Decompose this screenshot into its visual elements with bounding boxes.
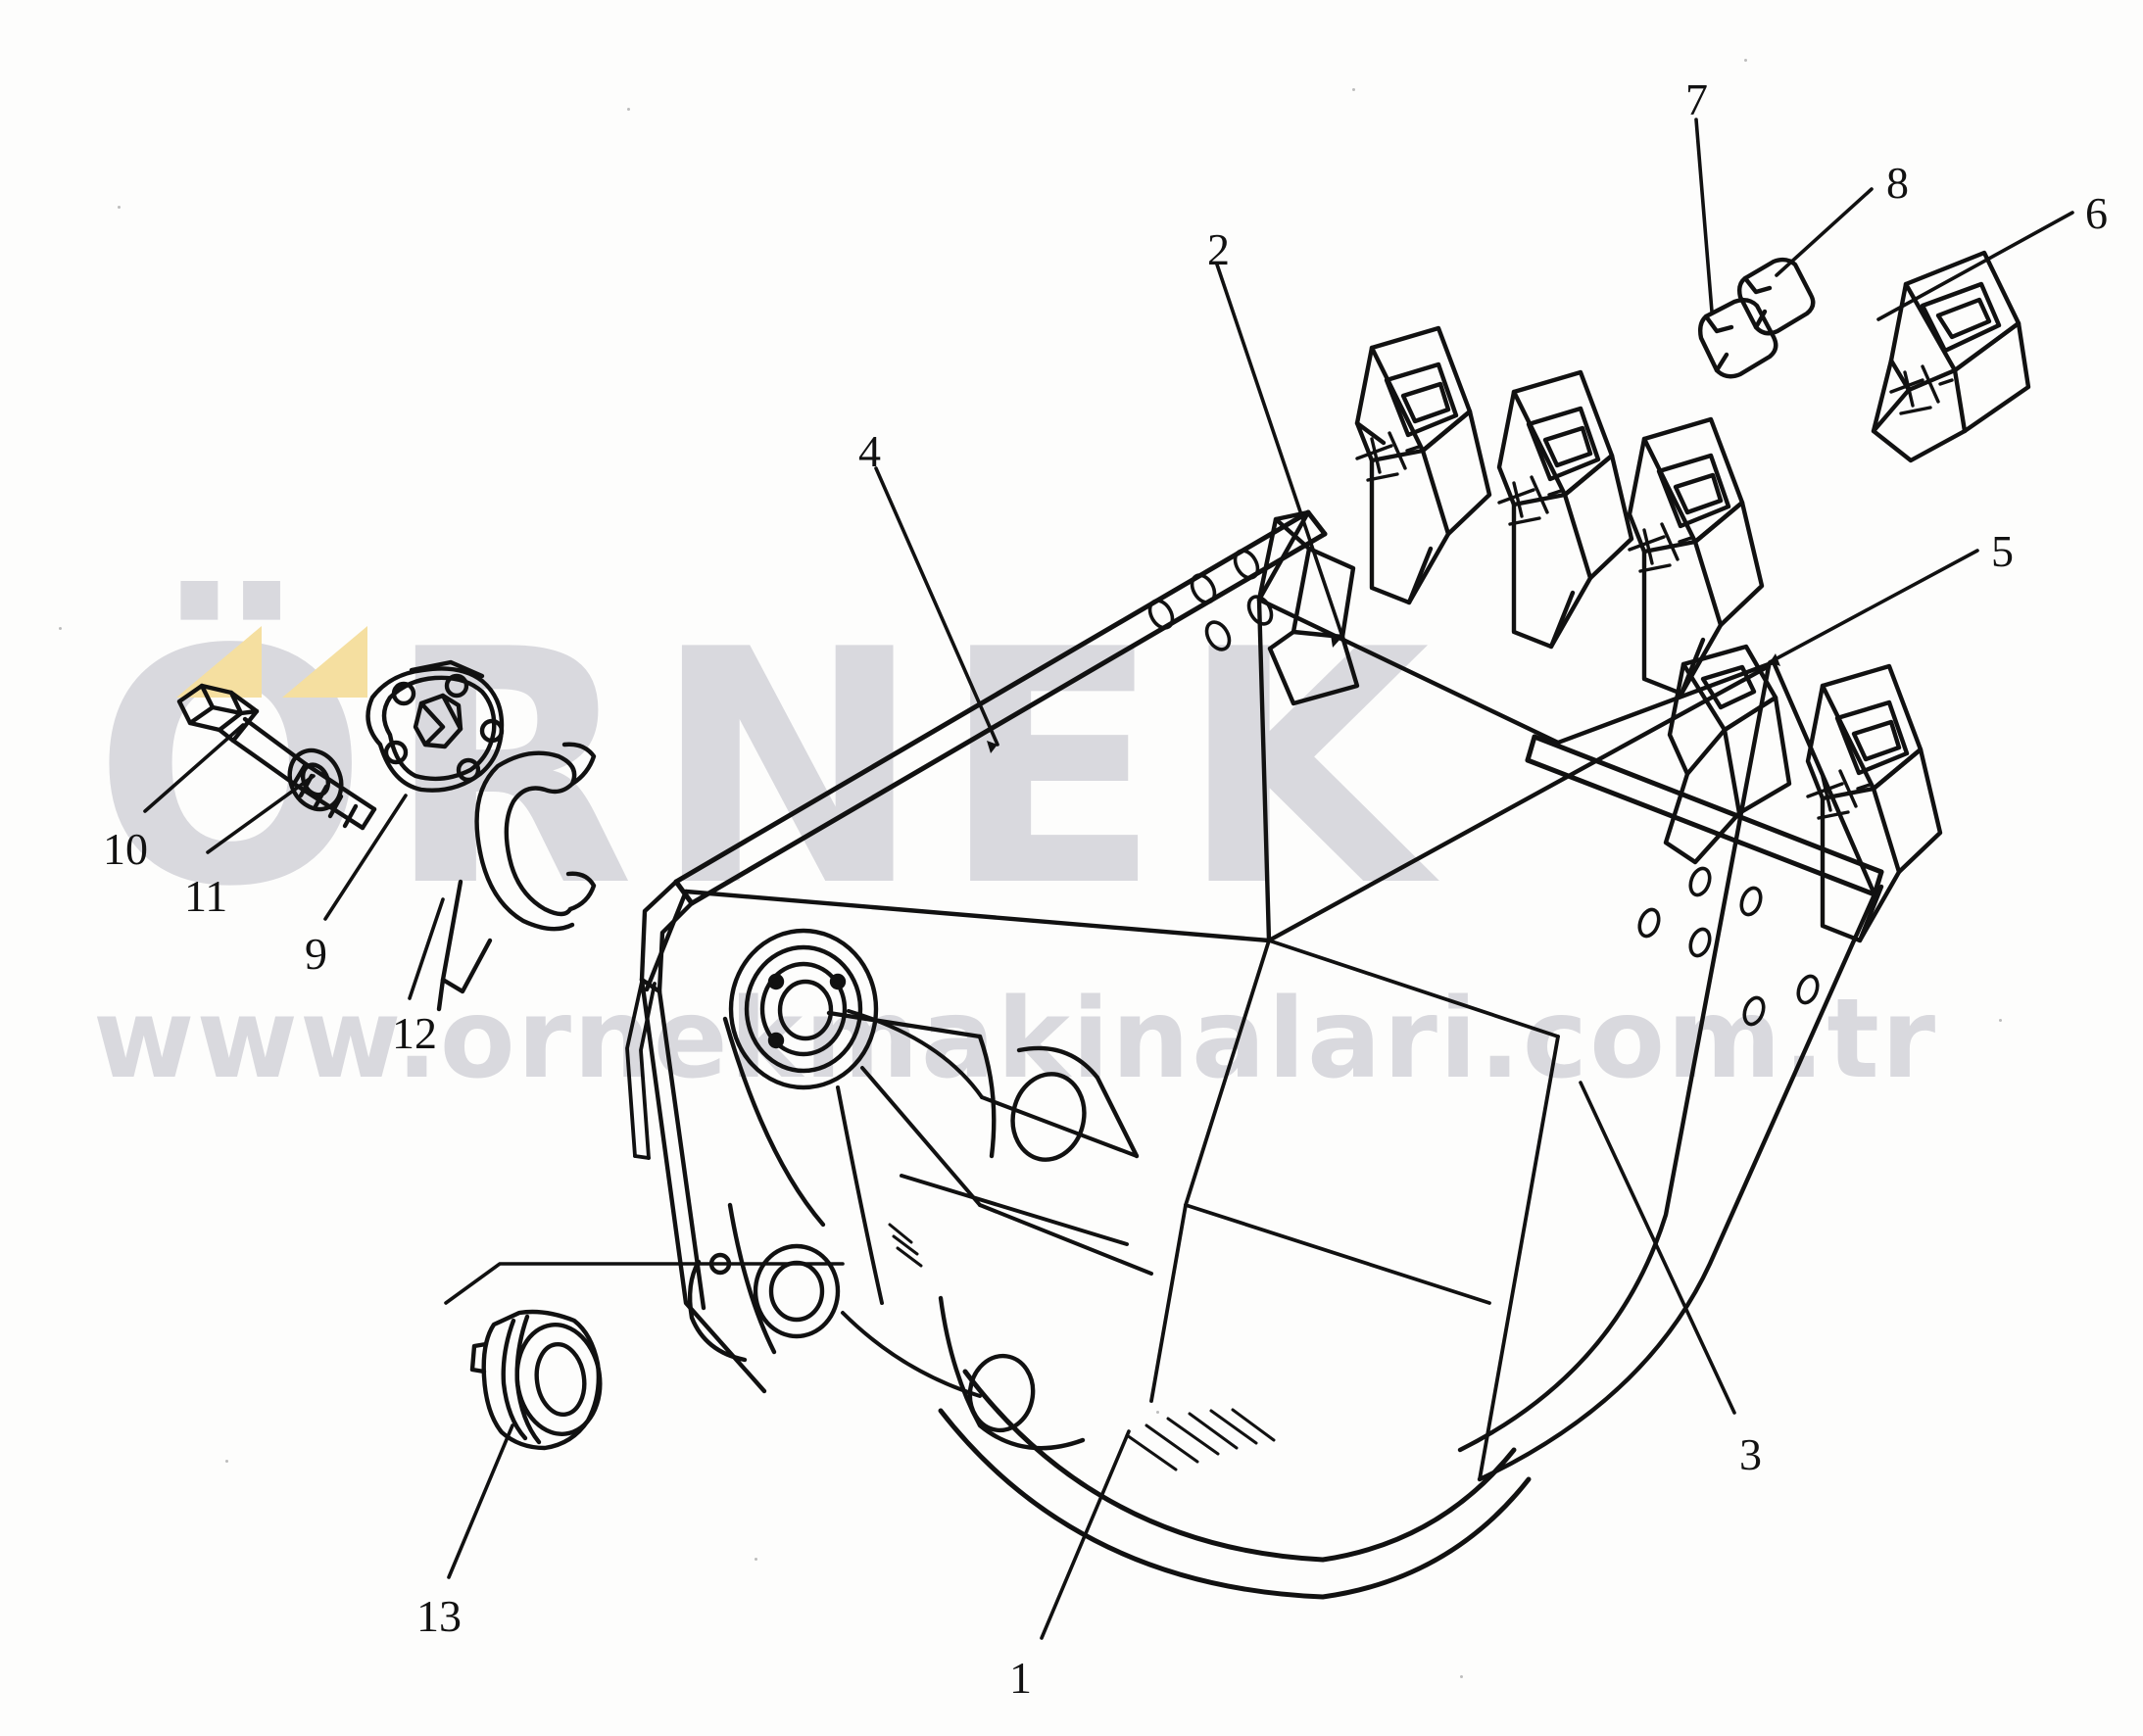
scan-speck xyxy=(1460,1675,1463,1678)
bucket-right-sidewall xyxy=(1457,659,1877,1482)
callout-number-10[interactable]: 10 xyxy=(103,824,148,874)
callout-number-4[interactable]: 4 xyxy=(858,426,881,476)
leader-13 xyxy=(447,1423,514,1579)
tooth-1-cast-mark xyxy=(1355,431,1421,482)
scan-speck xyxy=(1744,59,1747,62)
leader-2 xyxy=(1215,263,1344,639)
bucket-tooth-corner-right xyxy=(1805,663,1943,943)
scan-speck xyxy=(1156,1411,1159,1414)
leader-4 xyxy=(874,466,999,747)
bucket-bottom-hatching-2 xyxy=(888,1223,923,1268)
bucket-top-rim xyxy=(683,509,1772,943)
shim-clip-12 xyxy=(436,742,597,1012)
watermark-url: www.ornekmakinalari.com.tr xyxy=(93,976,1938,1103)
leader-5 xyxy=(1768,549,1979,664)
leader-8 xyxy=(1775,187,1874,277)
bucket-left-cheek xyxy=(639,889,826,1394)
callout-number-8[interactable]: 8 xyxy=(1886,158,1909,208)
callout-number-11[interactable]: 11 xyxy=(184,871,228,921)
watermark-accent-triangle-right xyxy=(282,626,367,698)
bucket-belly-folds xyxy=(1149,939,1560,1481)
bushing-13 xyxy=(469,1309,603,1451)
scan-speck xyxy=(627,108,630,111)
scan-speck xyxy=(1999,1019,2002,1022)
rear-rail-rivets xyxy=(1147,549,1274,651)
callout-number-6[interactable]: 6 xyxy=(2085,188,2108,238)
bucket-tooth-1 xyxy=(1354,325,1492,605)
scan-speck xyxy=(755,1558,757,1561)
scan-speck xyxy=(225,1460,228,1463)
wear-plate-9 xyxy=(365,659,505,793)
callout-number-5[interactable]: 5 xyxy=(1991,526,2014,576)
bucket-right-upper-panel xyxy=(1256,597,1777,746)
scan-speck xyxy=(1352,88,1355,91)
bucket-rear-rail xyxy=(673,509,1328,906)
leader-12 xyxy=(408,897,445,1000)
leader-11 xyxy=(206,774,316,854)
tooth-2-cast-mark xyxy=(1497,475,1563,526)
bucket-bottom-hatching xyxy=(1125,1408,1276,1471)
leader-9 xyxy=(323,794,408,921)
bucket-bottom-sweep xyxy=(938,1369,1532,1600)
leader-1 xyxy=(1040,1429,1131,1640)
scan-speck xyxy=(59,627,62,630)
leader-7 xyxy=(1694,118,1714,313)
bucket-linkage-body xyxy=(836,1009,1153,1398)
bucket-left-rear-corner xyxy=(639,879,695,994)
scan-speck xyxy=(118,206,121,209)
callout-number-12[interactable]: 12 xyxy=(392,1008,437,1058)
bucket-tooth-2 xyxy=(1496,369,1634,650)
tooth-corner-cast-mark xyxy=(1806,769,1872,820)
tooth-3-cast-mark xyxy=(1628,522,1693,573)
callout-number-1[interactable]: 1 xyxy=(1009,1653,1032,1703)
callout-number-7[interactable]: 7 xyxy=(1685,74,1708,124)
side-cutter-bracket xyxy=(1256,509,1360,706)
hinge-ear-lower-left xyxy=(687,1202,841,1363)
watermark-accent-triangle-left xyxy=(176,626,262,698)
callout-number-13[interactable]: 13 xyxy=(416,1591,462,1641)
bucket-left-struts xyxy=(625,980,657,1160)
leader-6 xyxy=(1876,211,2074,321)
callout-leaders xyxy=(143,118,2074,1640)
corner-tooth-cast-mark xyxy=(1889,364,1954,415)
leader-13-bracket xyxy=(444,1262,845,1305)
callout-number-9[interactable]: 9 xyxy=(305,929,327,979)
pin-7 xyxy=(1697,298,1778,379)
hinge-ear-lower-right xyxy=(938,1295,1086,1451)
leader-3 xyxy=(1579,1081,1736,1415)
hinge-boss-upper-left xyxy=(728,928,983,1090)
callout-number-3[interactable]: 3 xyxy=(1739,1429,1762,1479)
callout-number-2[interactable]: 2 xyxy=(1207,224,1230,274)
retainer-lock-8 xyxy=(1736,257,1816,336)
leader-10 xyxy=(143,723,245,813)
leader-arrowheads xyxy=(987,635,1780,753)
right-rail-rivets xyxy=(1637,866,1820,1027)
corner-tooth-point-6 xyxy=(1871,250,2031,463)
tooth-adapter-5 xyxy=(1663,644,1792,865)
